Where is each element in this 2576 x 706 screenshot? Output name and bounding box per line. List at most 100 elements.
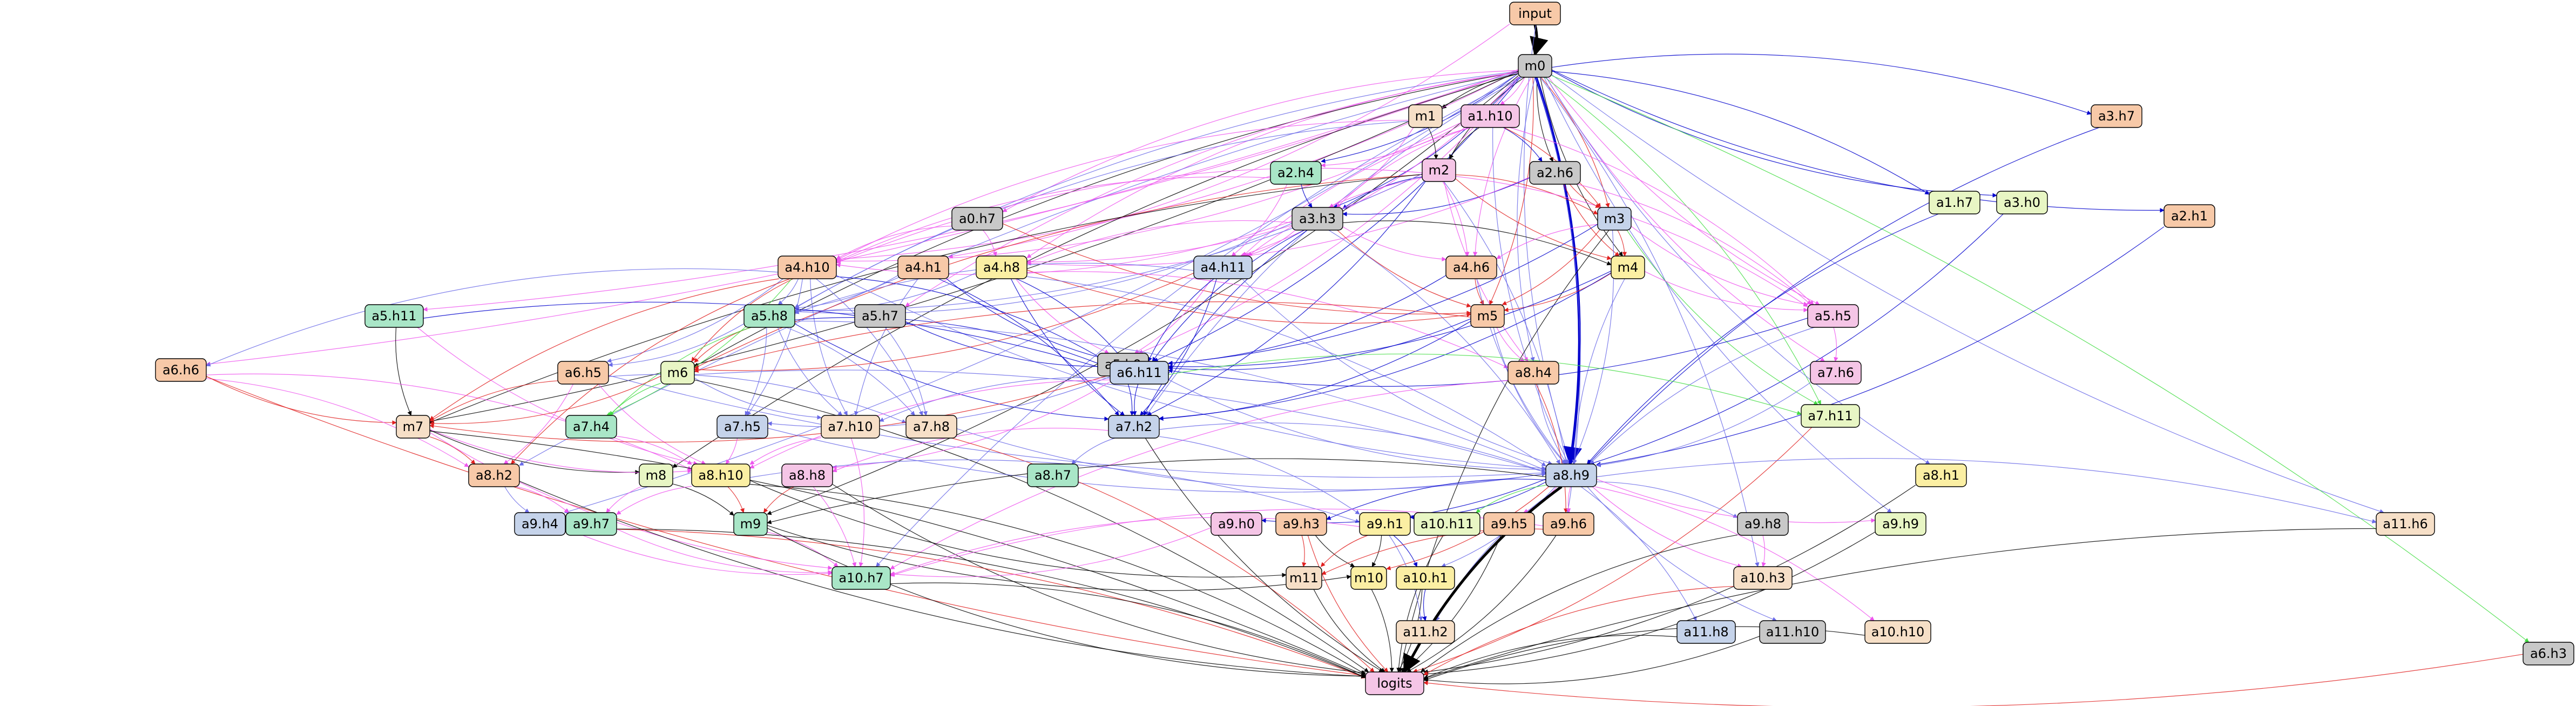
- node-a10-h1: a10.h1: [1396, 566, 1455, 590]
- node-label: a8.h9: [1553, 468, 1590, 483]
- node-label: a7.h11: [1808, 408, 1852, 423]
- edge-a10-h7-to-logits: [890, 582, 1366, 678]
- edge-a8-h9-to-a11-h10: [1587, 486, 1777, 622]
- node-label: a11.h10: [1766, 624, 1820, 640]
- edge-a5-h8-to-a8-h9: [794, 320, 1546, 471]
- edge-m7-to-a10-h7: [429, 432, 833, 570]
- edge-a8-h2-to-a9-h7: [516, 486, 569, 513]
- node-a8-h2: a8.h2: [468, 463, 520, 487]
- node-label: a9.h9: [1882, 516, 1919, 532]
- node-box: [1292, 207, 1343, 231]
- node-label: a3.h7: [2098, 109, 2135, 124]
- edge-m1-to-a4-h10: [836, 119, 1409, 261]
- edge-m3-to-a7-h11: [1626, 230, 1818, 405]
- node-box: [1350, 566, 1387, 590]
- node-label: a6.h3: [2530, 646, 2567, 661]
- edge-a9-h3-to-logits: [1307, 535, 1389, 673]
- node-label: a4.h8: [983, 260, 1020, 275]
- node-a9-h4: a9.h4: [514, 512, 566, 536]
- node-a7-h8: a7.h8: [905, 415, 957, 439]
- node-box: [1509, 2, 1561, 25]
- edge-m2-to-m4: [1455, 178, 1612, 260]
- node-label: m11: [1289, 570, 1319, 586]
- node-box: [831, 566, 891, 590]
- edge-m7-to-logits: [429, 431, 1366, 676]
- edge-a1-h10-to-a2-h6: [1503, 127, 1543, 162]
- edge-a7-h10-to-a10-h7: [850, 438, 865, 567]
- node-label: a6.h5: [565, 365, 601, 380]
- edge-a7-h2-to-a8-h7: [1071, 438, 1115, 465]
- node-a1-h10: a1.h10: [1461, 104, 1520, 128]
- edge-a8-h9-to-m10: [1386, 486, 1549, 570]
- node-label: a10.h7: [839, 570, 883, 586]
- node-label: m7: [403, 419, 424, 434]
- edge-m2-to-m7: [429, 174, 1423, 423]
- edge-a4-h6-to-m5: [1475, 278, 1484, 305]
- edge-a9-h8-to-logits: [1420, 534, 1738, 673]
- edge-a4-h11-to-a7-h2: [1140, 278, 1217, 416]
- node-label: a10.h3: [1740, 570, 1785, 586]
- edge-a7-h5-to-a8-h9: [767, 428, 1546, 493]
- edge-a8-h9-to-a10-h10: [1594, 486, 1875, 621]
- edge-a5-h5-to-a8-h9: [1589, 327, 1815, 465]
- node-box: [1507, 361, 1559, 385]
- edge-m0-to-m9: [767, 75, 1519, 515]
- node-box: [2376, 512, 2435, 536]
- edge-a9-h1-to-m11: [1320, 535, 1368, 567]
- edge-a6-h11-to-a8-h8: [832, 381, 1111, 470]
- edge-m2-to-m3: [1455, 174, 1598, 214]
- node-a8-h4: a8.h4: [1507, 361, 1559, 385]
- node-a2-h4: a2.h4: [1270, 161, 1322, 185]
- edge-m3-to-a6-h11: [1168, 224, 1598, 366]
- node-label: a5.h5: [1815, 308, 1851, 324]
- edge-a9-h6-to-logits: [1407, 535, 1557, 673]
- edge-m8-to-a9-h7: [606, 486, 641, 513]
- edge-a4-h11-to-a5-h9: [1134, 278, 1212, 354]
- edge-a9-h7-to-logits: [616, 528, 1366, 678]
- node-label: a7.h2: [1115, 419, 1152, 434]
- edge-m6-to-a8-h9: [694, 369, 1546, 474]
- edge-a7-h5-to-a8-h10: [725, 438, 738, 465]
- node-a8-h9: a8.h9: [1545, 463, 1597, 487]
- edge-a1-h10-to-a8-h9: [1492, 127, 1569, 465]
- edge-a5-h11-to-a8-h10: [417, 327, 698, 466]
- edge-a6-h6-to-a8-h2: [206, 378, 469, 467]
- edge-a6-h11-to-m7: [429, 374, 1111, 443]
- edge-a7-h6-to-a8-h9: [1596, 382, 1811, 467]
- node-a1-h7: a1.h7: [1929, 191, 1980, 214]
- edge-a1-h10-to-a4-h11: [1242, 127, 1471, 257]
- edge-m0-to-a1-h7: [1551, 71, 1930, 195]
- node-a10-h10: a10.h10: [1864, 620, 1931, 644]
- node-label: a4.h6: [1453, 260, 1490, 275]
- node-box: [1365, 671, 1424, 695]
- node-box: [1414, 512, 1480, 536]
- node-box: [1759, 620, 1826, 644]
- edge-a9-h8-to-a10-h3: [1761, 535, 1766, 567]
- edge-a5-h7-to-a6-h11: [905, 321, 1111, 369]
- edge-a8-h9-to-a11-h6: [1596, 458, 2377, 524]
- edge-a8-h9-to-a10-h11: [1475, 485, 1546, 513]
- edge-a4-h10-to-a5-h8: [777, 278, 799, 305]
- node-input: input: [1509, 2, 1561, 25]
- node-box: [514, 512, 566, 536]
- edge-a7-h8-to-logits: [951, 438, 1375, 673]
- node-box: [1396, 566, 1455, 590]
- node-box: [364, 304, 424, 328]
- edge-m2-to-a7-h2: [1147, 181, 1426, 416]
- edge-a2-h6-to-a5-h5: [1577, 184, 1811, 305]
- edge-m7-to-a8-h2: [429, 436, 476, 465]
- node-label: a8.h1: [1923, 468, 1959, 483]
- edge-a9-h1-to-a10-h1: [1393, 535, 1418, 567]
- node-label: m5: [1477, 308, 1498, 324]
- node-a11-h8: a11.h8: [1676, 620, 1736, 644]
- node-a6-h11: a6.h11: [1110, 361, 1169, 385]
- edge-a6-h5-to-a8-h2: [503, 384, 574, 465]
- edge-m0-to-a3-h0: [1551, 70, 1997, 198]
- node-m5: m5: [1470, 304, 1505, 328]
- node-m2: m2: [1422, 158, 1456, 182]
- node-box: [2091, 104, 2142, 128]
- edge-a0-h7-to-a4-h10: [836, 225, 952, 260]
- edge-m6-to-m7: [429, 375, 661, 426]
- edge-a5-h8-to-a6-h11: [794, 317, 1111, 369]
- node-label: m2: [1429, 163, 1450, 178]
